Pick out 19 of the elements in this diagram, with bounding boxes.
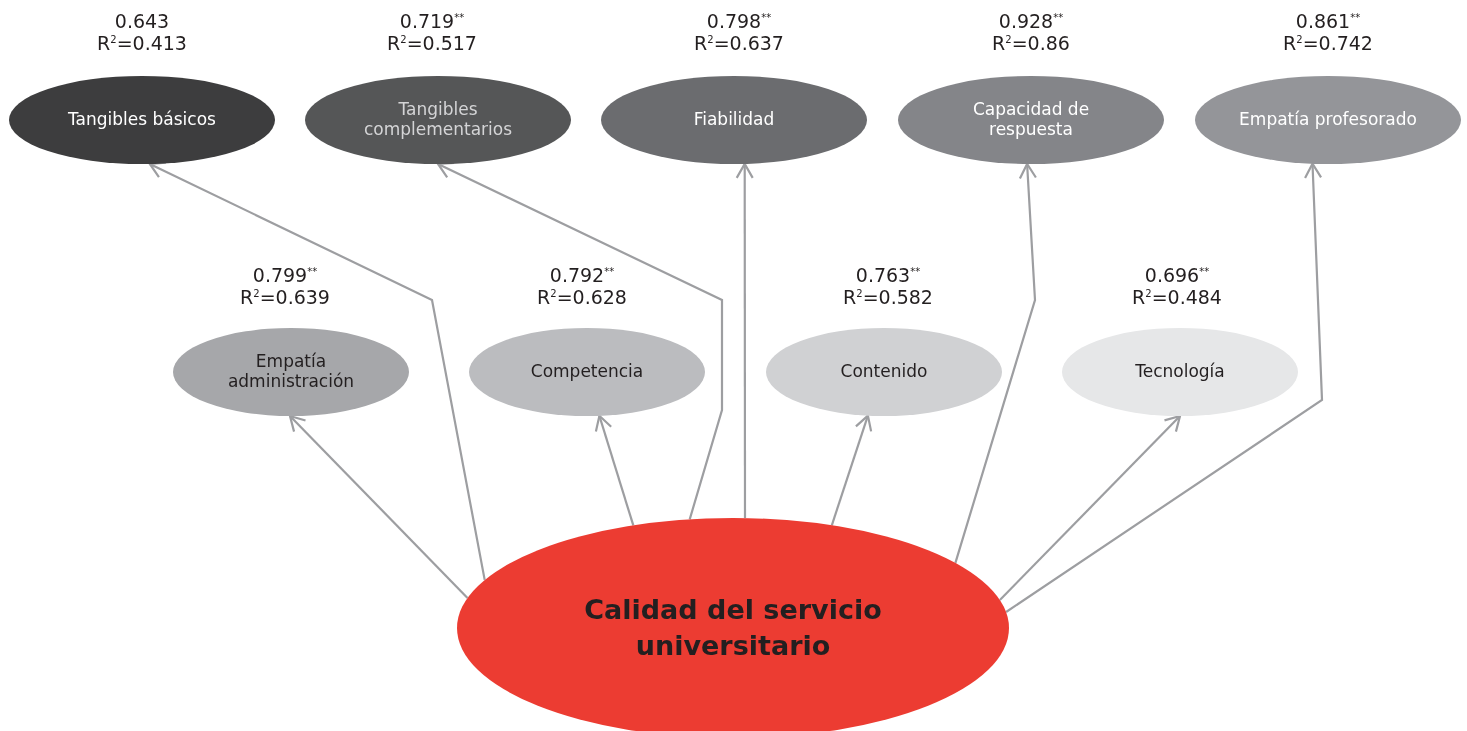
arrow <box>954 162 1037 564</box>
node-label: Empatía administración <box>226 352 356 392</box>
node-label: Empatía profesorado <box>1239 110 1417 130</box>
node-label: Calidad del servicio universitario <box>583 592 883 663</box>
node-label: Tangibles complementarios <box>362 100 514 140</box>
arrow <box>999 414 1182 601</box>
node-label: Capacidad de respuesta <box>971 100 1091 140</box>
arrow <box>1005 162 1324 613</box>
arrow <box>288 414 469 599</box>
arrow <box>594 414 635 526</box>
arrow <box>830 414 873 526</box>
node-label: Tangibles básicos <box>68 110 216 130</box>
node-label: Competencia <box>530 362 644 382</box>
arrow <box>735 162 754 519</box>
node-label: Fiabilidad <box>693 110 775 130</box>
node-label: Contenido <box>840 362 928 382</box>
arrow <box>436 161 724 520</box>
arrow <box>148 161 486 581</box>
node-label: Tecnología <box>1135 362 1225 382</box>
